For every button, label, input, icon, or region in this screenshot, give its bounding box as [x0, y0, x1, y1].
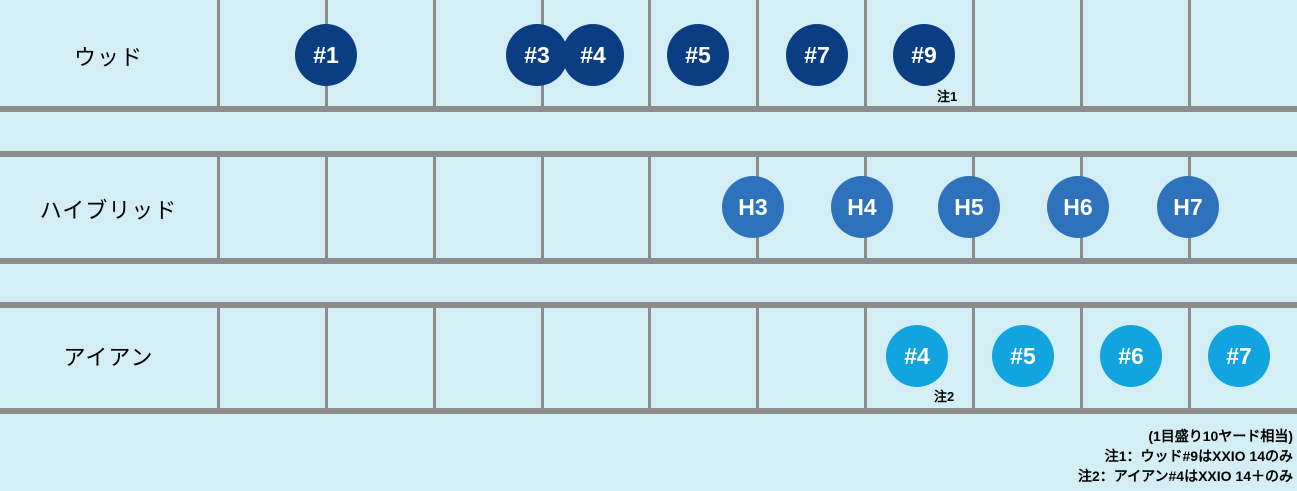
club-bubble-iron-4[interactable]: #4 [886, 325, 948, 387]
row-label-wood: ウッド [73, 45, 143, 70]
footnote-note1: 注1：ウッド#9はXXIO 14のみ [1104, 448, 1293, 464]
footnotes-block: (1目盛り10ヤード相当) 注1：ウッド#9はXXIO 14のみ 注2：アイアン… [1078, 426, 1293, 486]
club-bubble-hybrid-h3[interactable]: H3 [722, 176, 784, 238]
grid-divider [756, 308, 759, 408]
row-label-iron: アイアン [63, 345, 154, 370]
club-bubble-iron-7[interactable]: #7 [1208, 325, 1270, 387]
club-bubble-hybrid-h6[interactable]: H6 [1047, 176, 1109, 238]
grid-divider [541, 157, 544, 258]
row-separator [0, 258, 1297, 264]
grid-divider [325, 157, 328, 258]
grid-divider [972, 308, 975, 408]
grid-divider [648, 157, 651, 258]
row-separator [0, 408, 1297, 414]
club-bubble-wood-3[interactable]: #3 [506, 24, 568, 86]
row-label-hybrid: ハイブリッド [39, 198, 178, 223]
club-bubble-hybrid-h5[interactable]: H5 [938, 176, 1000, 238]
grid-divider [217, 0, 220, 106]
grid-divider [325, 308, 328, 408]
grid-divider [433, 308, 436, 408]
grid-divider [433, 0, 436, 106]
footnote-marker-note1: 注1 [937, 89, 958, 104]
grid-divider [1080, 0, 1083, 106]
grid-divider [972, 0, 975, 106]
grid-divider [433, 157, 436, 258]
row-separator [0, 302, 1297, 308]
grid-divider [1188, 0, 1191, 106]
grid-divider [541, 308, 544, 408]
footnote-marker-note2: 注2 [934, 389, 955, 404]
grid-divider [1188, 308, 1191, 408]
club-bubble-hybrid-h7[interactable]: H7 [1157, 176, 1219, 238]
club-bubble-wood-7[interactable]: #7 [786, 24, 848, 86]
footnote-scale: (1目盛り10ヤード相当) [1148, 428, 1293, 444]
grid-divider [217, 157, 220, 258]
grid-divider [864, 0, 867, 106]
gap-band-1 [0, 112, 1297, 151]
row-separator [0, 151, 1297, 157]
club-bubble-wood-9[interactable]: #9 [893, 24, 955, 86]
grid-divider [1080, 308, 1083, 408]
club-bubble-wood-4[interactable]: #4 [562, 24, 624, 86]
grid-divider [864, 308, 867, 408]
club-bubble-iron-6[interactable]: #6 [1100, 325, 1162, 387]
gap-band-2 [0, 264, 1297, 302]
row-separator [0, 106, 1297, 112]
grid-divider [217, 308, 220, 408]
grid-divider [648, 0, 651, 106]
club-bubble-iron-5[interactable]: #5 [992, 325, 1054, 387]
club-bubble-hybrid-h4[interactable]: H4 [831, 176, 893, 238]
grid-divider [756, 0, 759, 106]
club-bubble-wood-1[interactable]: #1 [295, 24, 357, 86]
club-bubble-wood-5[interactable]: #5 [667, 24, 729, 86]
footnote-note2: 注2：アイアン#4はXXIO 14＋のみ [1077, 468, 1293, 484]
grid-divider [648, 308, 651, 408]
